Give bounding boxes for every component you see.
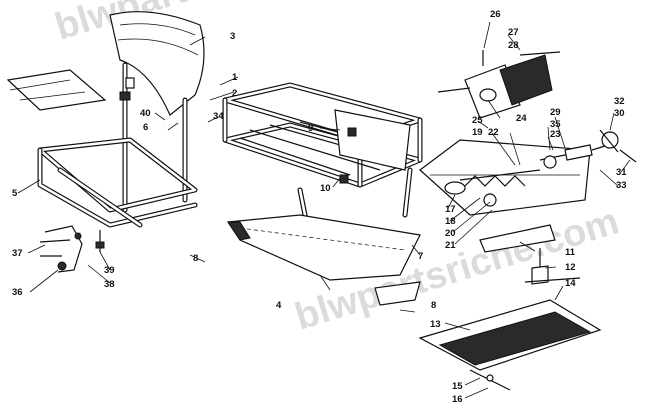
callout-12: 12 [565, 262, 576, 273]
bottom-rail [418, 299, 602, 391]
callout-19: 19 [472, 127, 483, 138]
callout-26: 26 [490, 9, 501, 20]
callout-13: 13 [430, 319, 441, 330]
callout-10: 10 [320, 183, 331, 194]
callout-24: 24 [516, 113, 527, 124]
callout-23: 23 [550, 129, 561, 140]
callout-18: 18 [445, 216, 456, 227]
callout-38: 38 [104, 279, 115, 290]
latch [524, 248, 581, 285]
callout-8b: 8 [431, 300, 436, 311]
callout-25: 25 [472, 115, 483, 126]
callout-6: 6 [143, 122, 148, 133]
callout-5: 5 [12, 188, 18, 199]
callout-28: 28 [508, 40, 519, 51]
callout-35: 35 [550, 119, 561, 130]
callout-33: 33 [616, 180, 627, 191]
svg-text:blwpartsriche.com: blwpartsriche.com [50, 0, 383, 49]
callout-11: 11 [565, 247, 576, 258]
backrest-frame [6, 11, 205, 228]
callout-17: 17 [445, 204, 456, 215]
callout-30: 30 [614, 108, 625, 119]
leader-lines [17, 21, 631, 399]
callout-29: 29 [550, 107, 561, 118]
base-plate [226, 214, 421, 306]
callout-14: 14 [565, 278, 576, 289]
callout-16: 16 [452, 394, 463, 405]
callout-31: 31 [616, 167, 627, 178]
callout-20: 20 [445, 228, 456, 239]
left-hardware [39, 225, 105, 273]
callout-1: 1 [232, 72, 238, 83]
callout-40: 40 [140, 108, 151, 119]
hitch-pin [564, 129, 637, 163]
callout-27: 27 [508, 27, 519, 38]
callout-22: 22 [488, 127, 499, 138]
callout-21: 21 [445, 240, 456, 251]
hinge-assembly [419, 139, 591, 253]
callout-34: 34 [213, 111, 224, 122]
callout-9: 9 [308, 123, 313, 134]
callout-2: 2 [232, 88, 237, 99]
callout-15: 15 [452, 381, 463, 392]
callouts: 1 2 3 4 5 6 7 8 8 9 10 11 12 13 14 15 16… [12, 9, 627, 405]
cargo-rack [222, 82, 423, 243]
callout-7: 7 [418, 251, 423, 262]
callout-36: 36 [12, 287, 23, 298]
callout-8a: 8 [193, 253, 198, 264]
tail-light [437, 50, 561, 119]
callout-3: 3 [230, 31, 235, 42]
callout-37: 37 [12, 248, 23, 259]
callout-39: 39 [104, 265, 115, 276]
callout-4: 4 [276, 300, 282, 311]
callout-32: 32 [614, 96, 625, 107]
